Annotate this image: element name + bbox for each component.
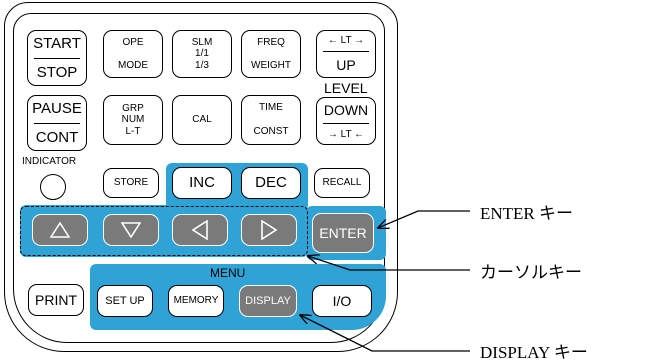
const-label: CONST (253, 126, 289, 138)
grp-label: GRP (122, 102, 144, 114)
lt-label: L-T (125, 125, 141, 137)
time-const-button[interactable]: TIME CONST (241, 95, 301, 145)
cursor-up-button[interactable] (32, 214, 88, 246)
enter-label: ENTER (319, 224, 367, 241)
start-stop-button[interactable]: START STOP (27, 30, 87, 86)
recall-label: RECALL (322, 177, 362, 189)
slm-button[interactable]: SLM 1/1 1/3 (172, 30, 232, 78)
setup-label: SET UP (105, 294, 145, 307)
cont-label: CONT (35, 128, 79, 146)
up-label: UP (336, 56, 356, 73)
control-panel-inner (13, 13, 385, 343)
cursor-down-button[interactable] (103, 214, 159, 246)
start-label: START (33, 35, 81, 52)
lt-up-button[interactable]: ← LT → UP (316, 30, 376, 78)
memory-button[interactable]: MEMORY (168, 285, 224, 317)
io-button[interactable]: I/O (312, 285, 372, 317)
enter-key-callout: ENTER キー (480, 204, 574, 223)
dec-label: DEC (255, 174, 287, 192)
triangle-left-icon (191, 220, 208, 240)
stop-label: STOP (36, 63, 78, 81)
setup-button[interactable]: SET UP (97, 285, 153, 317)
key-divider (323, 51, 369, 53)
down-label: DOWN (323, 102, 369, 118)
weight-label: WEIGHT (251, 59, 291, 71)
memory-label: MEMORY (173, 295, 219, 307)
enter-button[interactable]: ENTER (312, 213, 374, 253)
key-divider (323, 122, 369, 124)
time-label: TIME (259, 102, 283, 114)
recall-button[interactable]: RECALL (314, 168, 370, 198)
display-key-callout: DISPLAY キー (480, 343, 588, 362)
triangle-up-icon (50, 222, 70, 238)
slm-label: SLM (191, 36, 213, 48)
store-label: STORE (113, 177, 149, 189)
slm-octave-label: 1/1 (195, 48, 209, 60)
triangle-down-icon (121, 222, 141, 238)
key-divider (34, 122, 80, 124)
cursor-key-callout: カーソルキー (480, 263, 582, 282)
indicator-lamp (40, 174, 66, 200)
inc-label: INC (189, 174, 215, 192)
cal-label: CAL (192, 114, 212, 126)
io-label: I/O (332, 292, 352, 309)
display-label: DISPLAY (245, 294, 291, 307)
dec-button[interactable]: DEC (241, 167, 301, 199)
cursor-keys-outline (20, 206, 308, 256)
indicator-label: INDICATOR (22, 156, 77, 167)
cursor-right-button[interactable] (241, 214, 297, 246)
menu-label: MENU (210, 266, 246, 280)
pause-label: PAUSE (32, 100, 82, 117)
triangle-right-icon (261, 220, 278, 240)
freq-weight-button[interactable]: FREQ WEIGHT (241, 30, 301, 78)
print-label: PRINT (35, 291, 77, 308)
key-divider (34, 57, 80, 59)
pause-cont-button[interactable]: PAUSE CONT (27, 95, 87, 151)
slm-third-label: 1/3 (195, 59, 209, 71)
cursor-left-button[interactable] (172, 214, 228, 246)
num-label: NUM (121, 114, 145, 126)
lt-collapse-label: → LT ← (327, 128, 365, 140)
level-label: LEVEL (324, 80, 368, 96)
inc-button[interactable]: INC (172, 167, 232, 199)
display-button[interactable]: DISPLAY (239, 285, 297, 317)
mode-label: MODE (118, 59, 148, 71)
cal-button[interactable]: CAL (172, 95, 232, 145)
ope-mode-button[interactable]: OPE MODE (103, 30, 163, 78)
ope-label: OPE (122, 36, 144, 48)
lt-expand-label: ← LT → (327, 35, 365, 46)
freq-label: FREQ (257, 36, 285, 48)
grp-num-lt-button[interactable]: GRP NUM L-T (103, 95, 163, 145)
down-lt-button[interactable]: DOWN → LT ← (316, 97, 376, 145)
store-button[interactable]: STORE (103, 168, 159, 198)
print-button[interactable]: PRINT (28, 284, 84, 316)
